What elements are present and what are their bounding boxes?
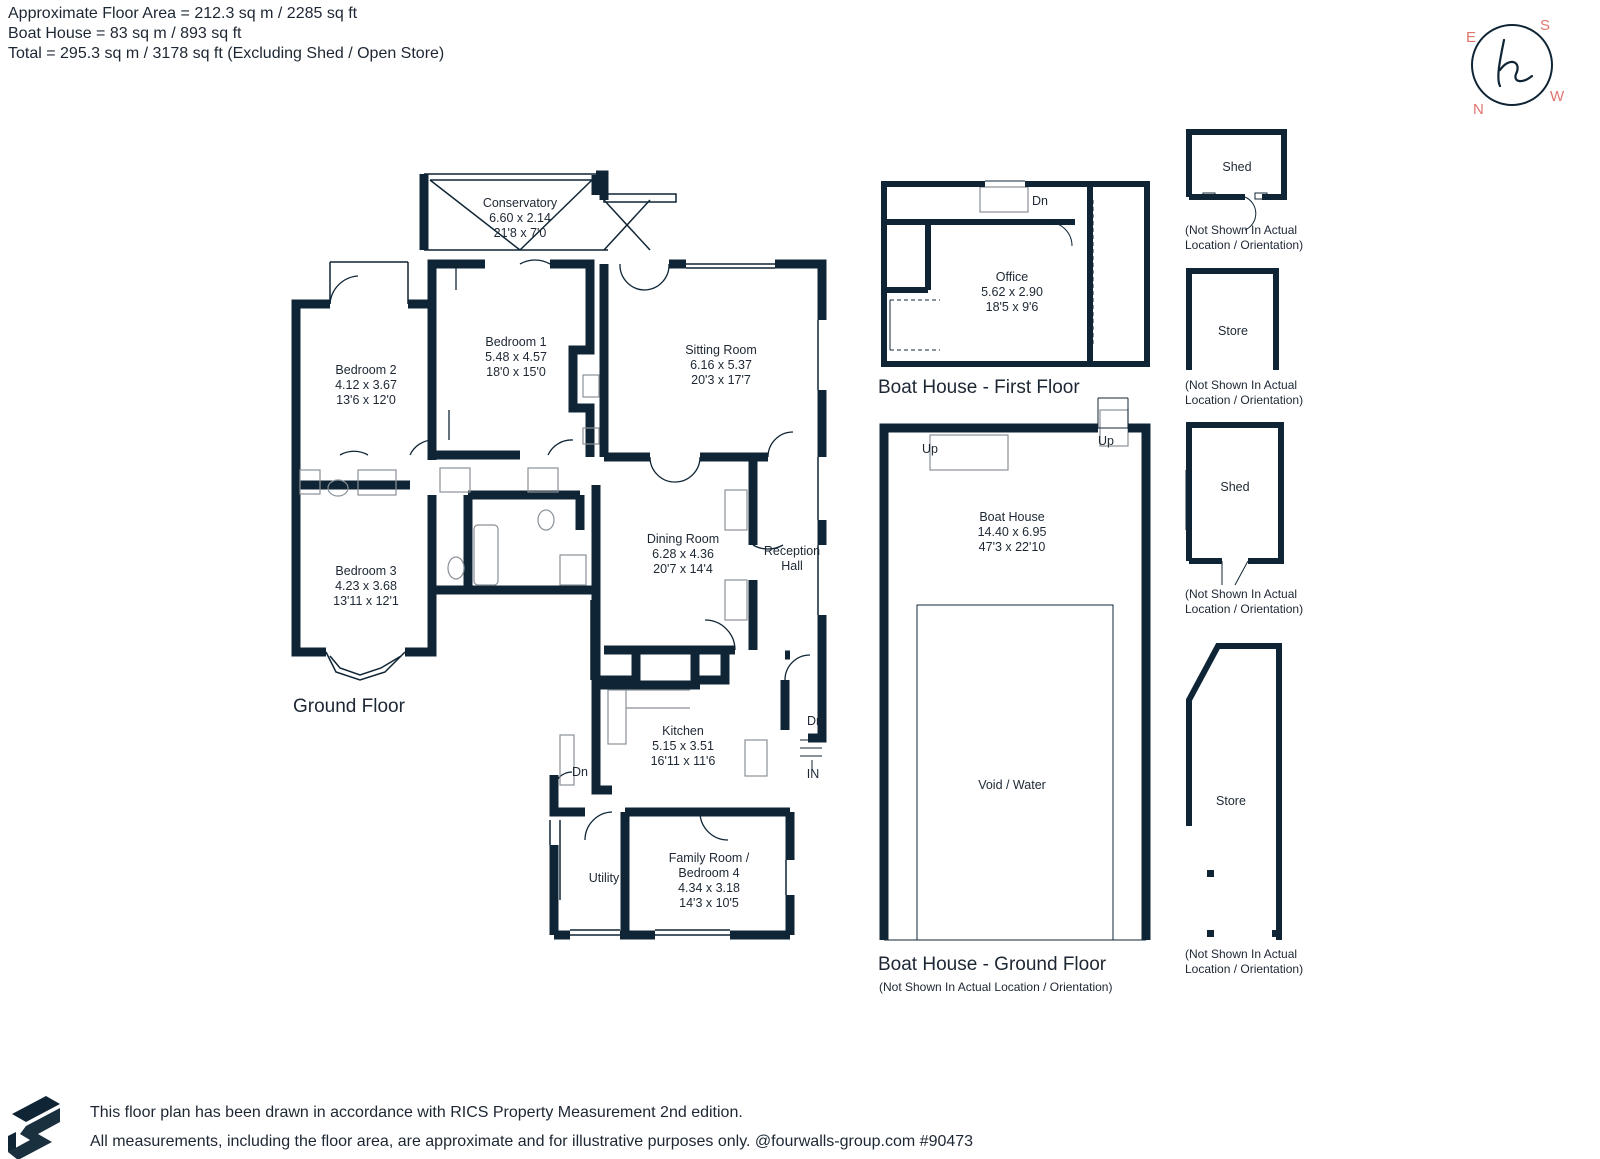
approx-floor-area: Approximate Floor Area = 212.3 sq m / 22… [8,5,358,22]
dining-room-metric: 6.28 x 4.36 [652,547,714,561]
boat-house-first-floor-walls [881,181,1150,367]
store-2-note-2: Location / Orientation) [1185,962,1303,976]
ground-floor-windows [295,173,819,936]
office-name: Office [996,270,1028,284]
shed-1-name: Shed [1222,160,1251,174]
reception-hall-line2: Hall [781,559,803,573]
family-room-line1: Family Room / [669,851,750,865]
boat-house-ground-note: (Not Shown In Actual Location / Orientat… [879,980,1112,994]
sitting-room-imperial: 20'3 x 17'7 [691,373,751,387]
store-2-note-1: (Not Shown In Actual [1185,947,1297,961]
sitting-room-name: Sitting Room [685,343,757,357]
outbuilding-labels: Shed Store Shed Store [1216,160,1252,808]
up-marker-inner: Up [922,442,938,456]
boat-house-metric: 14.40 x 6.95 [978,525,1047,539]
bedroom1-name: Bedroom 1 [485,335,546,349]
family-room-imperial: 14'3 x 10'5 [679,896,739,910]
conservatory-imperial: 21'8 x 7'0 [494,226,547,240]
bedroom2-imperial: 13'6 x 12'0 [336,393,396,407]
boat-house-ground-floor-walls [879,423,1151,940]
compass-w: W [1550,88,1565,105]
dn-marker-hall: Dn [807,714,823,728]
store-2-name: Store [1216,794,1246,808]
compass-s: S [1540,17,1550,34]
dining-room-name: Dining Room [647,532,719,546]
bedroom3-name: Bedroom 3 [335,564,396,578]
shed-2-note-2: Location / Orientation) [1185,602,1303,616]
family-room-metric: 4.34 x 3.18 [678,881,740,895]
utility-name: Utility [589,871,620,885]
office-imperial: 18'5 x 9'6 [986,300,1039,314]
bedroom3-imperial: 13'11 x 12'1 [333,594,399,608]
door-swings [329,259,811,841]
shed-1-note-1: (Not Shown In Actual [1185,223,1297,237]
ground-floor-walls [291,170,827,940]
store-1-name: Store [1218,324,1248,338]
boat-house-name: Boat House [979,510,1044,524]
in-marker: IN [807,767,820,781]
kitchen-metric: 5.15 x 3.51 [652,739,714,753]
boat-house-imperial: 47'3 x 22'10 [979,540,1046,554]
bedroom1-metric: 5.48 x 4.57 [485,350,547,364]
store-posts [1207,870,1279,937]
conservatory-name: Conservatory [483,196,558,210]
bedroom2-name: Bedroom 2 [335,363,396,377]
shed-2-name: Shed [1220,480,1249,494]
compass-n: N [1473,101,1484,118]
family-room-line2: Bedroom 4 [678,866,739,880]
total-area: Total = 295.3 sq m / 3178 sq ft (Excludi… [8,45,445,62]
fixtures [299,186,1129,786]
outbuilding-notes: (Not Shown In Actual Location / Orientat… [1185,223,1303,976]
kitchen-name: Kitchen [662,724,704,738]
fourwalls-logo [8,1096,60,1159]
up-marker-outer: Up [1098,434,1114,448]
office-metric: 5.62 x 2.90 [981,285,1043,299]
shed-1-note-2: Location / Orientation) [1185,238,1303,252]
boat-house-first-floor-details [889,180,1094,351]
kitchen-imperial: 16'11 x 11'6 [651,754,716,768]
shed-2-note-1: (Not Shown In Actual [1185,587,1297,601]
ground-floor-title: Ground Floor [293,696,406,717]
compass-logo: E S W N [1466,17,1565,118]
void-water-label: Void / Water [978,778,1046,792]
store-1-note-1: (Not Shown In Actual [1185,378,1297,392]
dn-marker-office: Dn [1032,194,1048,208]
boat-house-labels: Boat House 14.40 x 6.95 47'3 x 22'10 Voi… [922,434,1114,792]
bedroom3-metric: 4.23 x 3.68 [335,579,397,593]
store-1-note-2: Location / Orientation) [1185,393,1303,407]
boat-house-ground-floor-details [884,397,1146,941]
bedroom1-imperial: 18'0 x 15'0 [486,365,546,379]
office-labels: Office 5.62 x 2.90 18'5 x 9'6 Dn [981,194,1048,314]
compass-e: E [1466,29,1476,46]
outbuilding-details [1185,192,1268,586]
dn-marker-utility: Dn [572,765,588,779]
boat-house-first-floor-title: Boat House - First Floor [878,377,1080,398]
sitting-room-metric: 6.16 x 5.37 [690,358,752,372]
conservatory-metric: 6.60 x 2.14 [489,211,551,225]
boat-house-area: Boat House = 83 sq m / 893 sq ft [8,25,242,42]
dining-room-imperial: 20'7 x 14'4 [653,562,713,576]
outbuilding-walls [1186,129,1287,940]
entrance-steps [800,739,822,770]
boat-house-ground-floor-title: Boat House - Ground Floor [878,954,1107,975]
ground-floor-labels: Conservatory 6.60 x 2.14 21'8 x 7'0 Bedr… [333,196,823,910]
bedroom2-metric: 4.12 x 3.67 [335,378,397,392]
reception-hall-line1: Reception [764,544,820,558]
footer-rics-note: This floor plan has been drawn in accord… [90,1104,743,1121]
footer-disclaimer: All measurements, including the floor ar… [90,1133,974,1150]
